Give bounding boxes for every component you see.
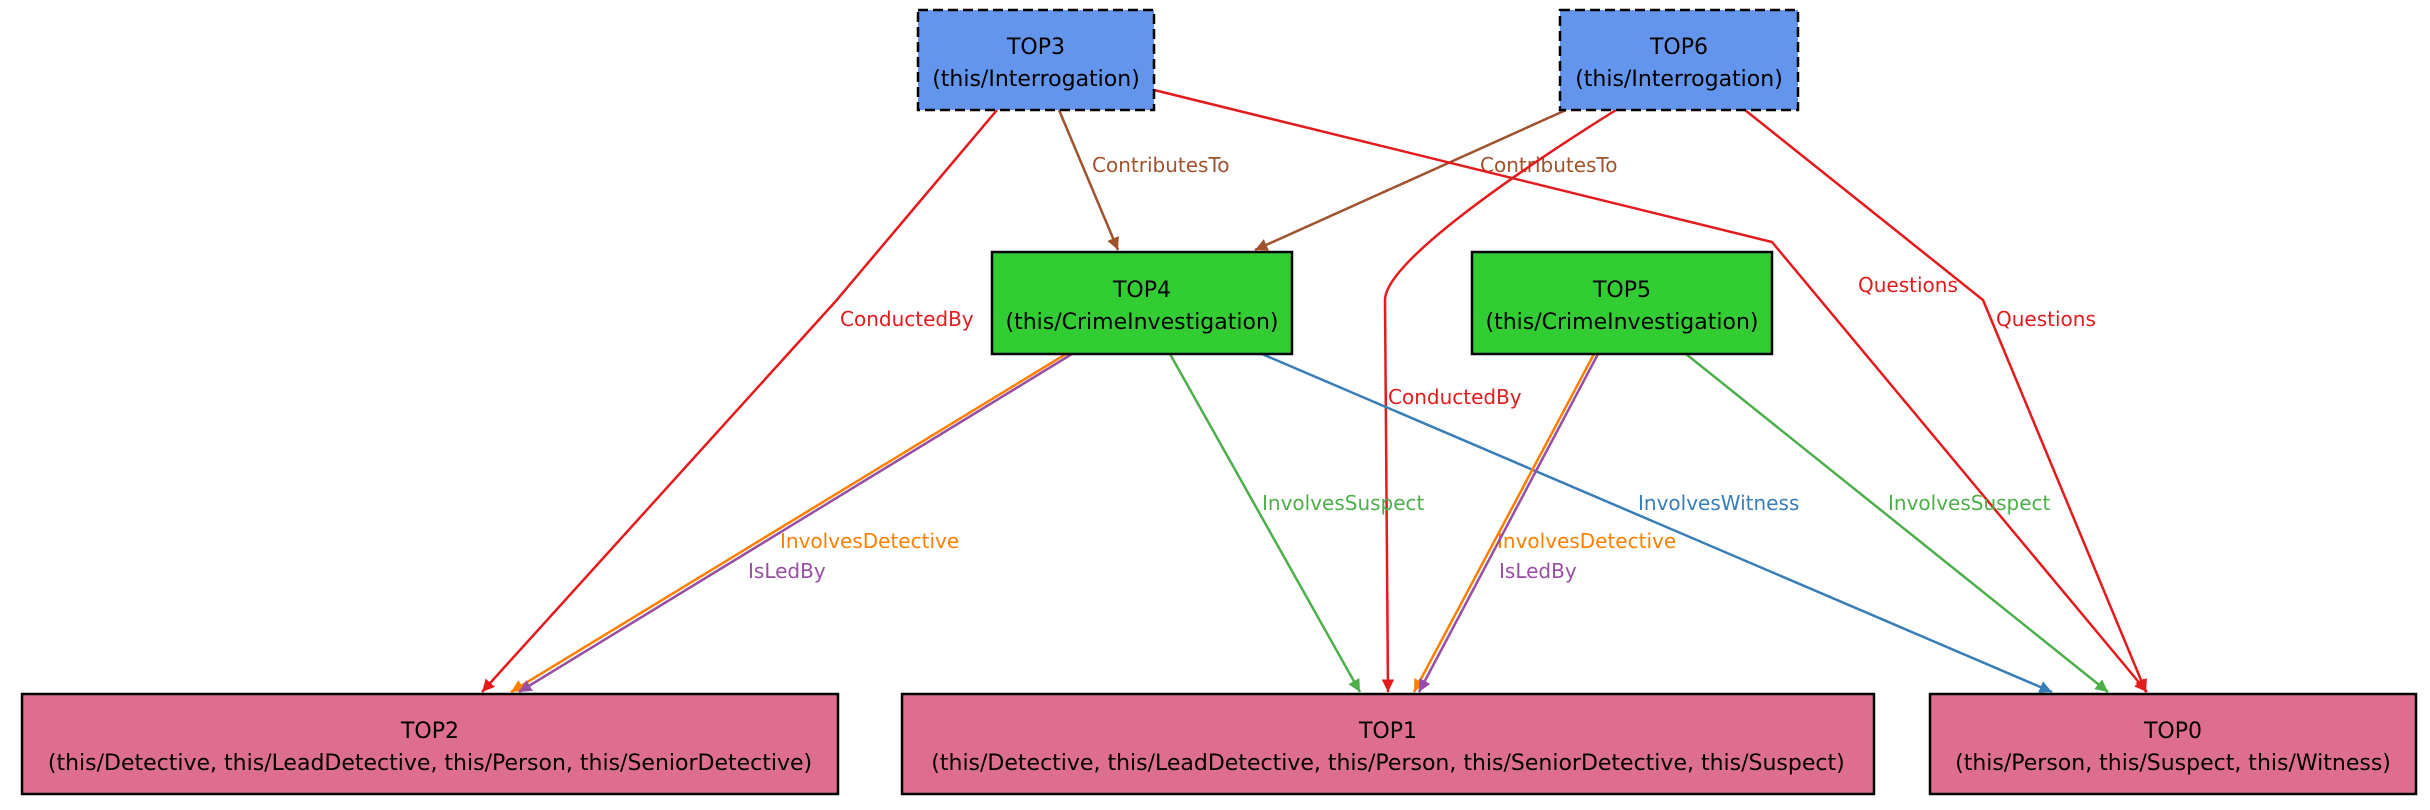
node-name: TOP0: [2143, 719, 2202, 744]
edge-label: InvolvesDetective: [1497, 529, 1676, 553]
node-types: (this/Interrogation): [932, 67, 1140, 92]
edge-top5-top1-involvesdetective: InvolvesDetective: [1412, 353, 1676, 693]
edge-line: [1412, 353, 1596, 693]
node-name: TOP5: [1592, 278, 1651, 303]
edge-line: [1381, 108, 1617, 693]
edge-top6-top0-questions: Questions: [1744, 109, 2148, 693]
edge-line: [518, 352, 1073, 694]
node-types: (this/CrimeInvestigation): [1006, 310, 1279, 335]
node-box: [916, 8, 1156, 112]
edge-label: Questions: [1996, 307, 2096, 331]
edge-label: InvolvesSuspect: [1888, 491, 2051, 515]
edge-line: [1057, 109, 1120, 251]
edge-top3-top4-contributesto: ContributesTo: [1057, 109, 1230, 251]
node-types: (this/CrimeInvestigation): [1486, 310, 1759, 335]
edge-top4-top1-involvessuspect: InvolvesSuspect: [1168, 353, 1425, 693]
node-top3[interactable]: TOP3 (this/Interrogation): [916, 8, 1156, 112]
edge-line: [1168, 353, 1362, 693]
edge-line: [1685, 353, 2109, 693]
node-box: [1470, 250, 1774, 356]
edge-top4-top2-isledby: IsLedBy: [518, 352, 1073, 694]
edge-line: [1744, 109, 2148, 693]
edge-label: ConductedBy: [840, 307, 974, 331]
edge-label: ContributesTo: [1092, 153, 1230, 177]
node-box: [1558, 8, 1800, 112]
edge-label: InvolvesDetective: [780, 529, 959, 553]
edge-top5-top1-isledby: IsLedBy: [1417, 353, 1600, 693]
node-name: TOP3: [1006, 35, 1065, 60]
edge-label: ConductedBy: [1388, 385, 1522, 409]
edge-label: InvolvesSuspect: [1262, 491, 1425, 515]
node-box: [1928, 692, 2418, 796]
edge-top4-top2-involvesdetective: InvolvesDetective: [510, 352, 1067, 694]
edge-line: [1153, 88, 2148, 693]
edge-label: InvolvesWitness: [1638, 491, 1799, 515]
node-box: [990, 250, 1294, 356]
edge-line: [1254, 108, 1567, 252]
node-name: TOP1: [1358, 719, 1417, 744]
node-types: (this/Detective, this/LeadDetective, thi…: [931, 751, 1844, 776]
edge-top3-top2-conductedby: ConductedBy: [481, 109, 998, 693]
node-name: TOP6: [1649, 35, 1708, 60]
node-types: (this/Person, this/Suspect, this/Witness…: [1955, 751, 2391, 776]
node-box: [20, 692, 840, 796]
node-top2[interactable]: TOP2 (this/Detective, this/LeadDetective,…: [20, 692, 840, 796]
node-box: [900, 692, 1876, 796]
node-types: (this/Interrogation): [1575, 67, 1783, 92]
node-top1[interactable]: TOP1 (this/Detective, this/LeadDetective,…: [900, 692, 1876, 796]
edge-top6-top1-conductedby: ConductedBy: [1381, 108, 1617, 693]
node-name: TOP2: [400, 719, 459, 744]
edge-top6-top4-contributesto: ContributesTo: [1254, 108, 1618, 252]
edge-label: IsLedBy: [1499, 559, 1577, 583]
node-top6[interactable]: TOP6 (this/Interrogation): [1558, 8, 1800, 112]
node-top4[interactable]: TOP4 (this/CrimeInvestigation): [990, 250, 1294, 356]
edge-line: [1261, 352, 2053, 694]
edge-top4-top0-involveswitness: InvolvesWitness: [1261, 352, 2053, 694]
node-top5[interactable]: TOP5 (this/CrimeInvestigation): [1470, 250, 1774, 356]
edge-top3-top0-questions: Questions: [1153, 88, 2148, 693]
nodes-layer: TOP3 (this/Interrogation) TOP6 (this/Interr…: [20, 8, 2418, 796]
edge-label: IsLedBy: [748, 559, 826, 583]
edge-line: [510, 352, 1067, 694]
edge-label: ContributesTo: [1480, 153, 1618, 177]
edge-line: [481, 109, 998, 693]
node-types: (this/Detective, this/LeadDetective, thi…: [48, 751, 812, 776]
edge-line: [1417, 353, 1600, 693]
node-name: TOP4: [1112, 278, 1171, 303]
edge-top5-top0-involvessuspect: InvolvesSuspect: [1685, 353, 2109, 693]
edge-label: Questions: [1858, 273, 1958, 297]
node-top0[interactable]: TOP0 (this/Person, this/Suspect, this/Wit…: [1928, 692, 2418, 796]
